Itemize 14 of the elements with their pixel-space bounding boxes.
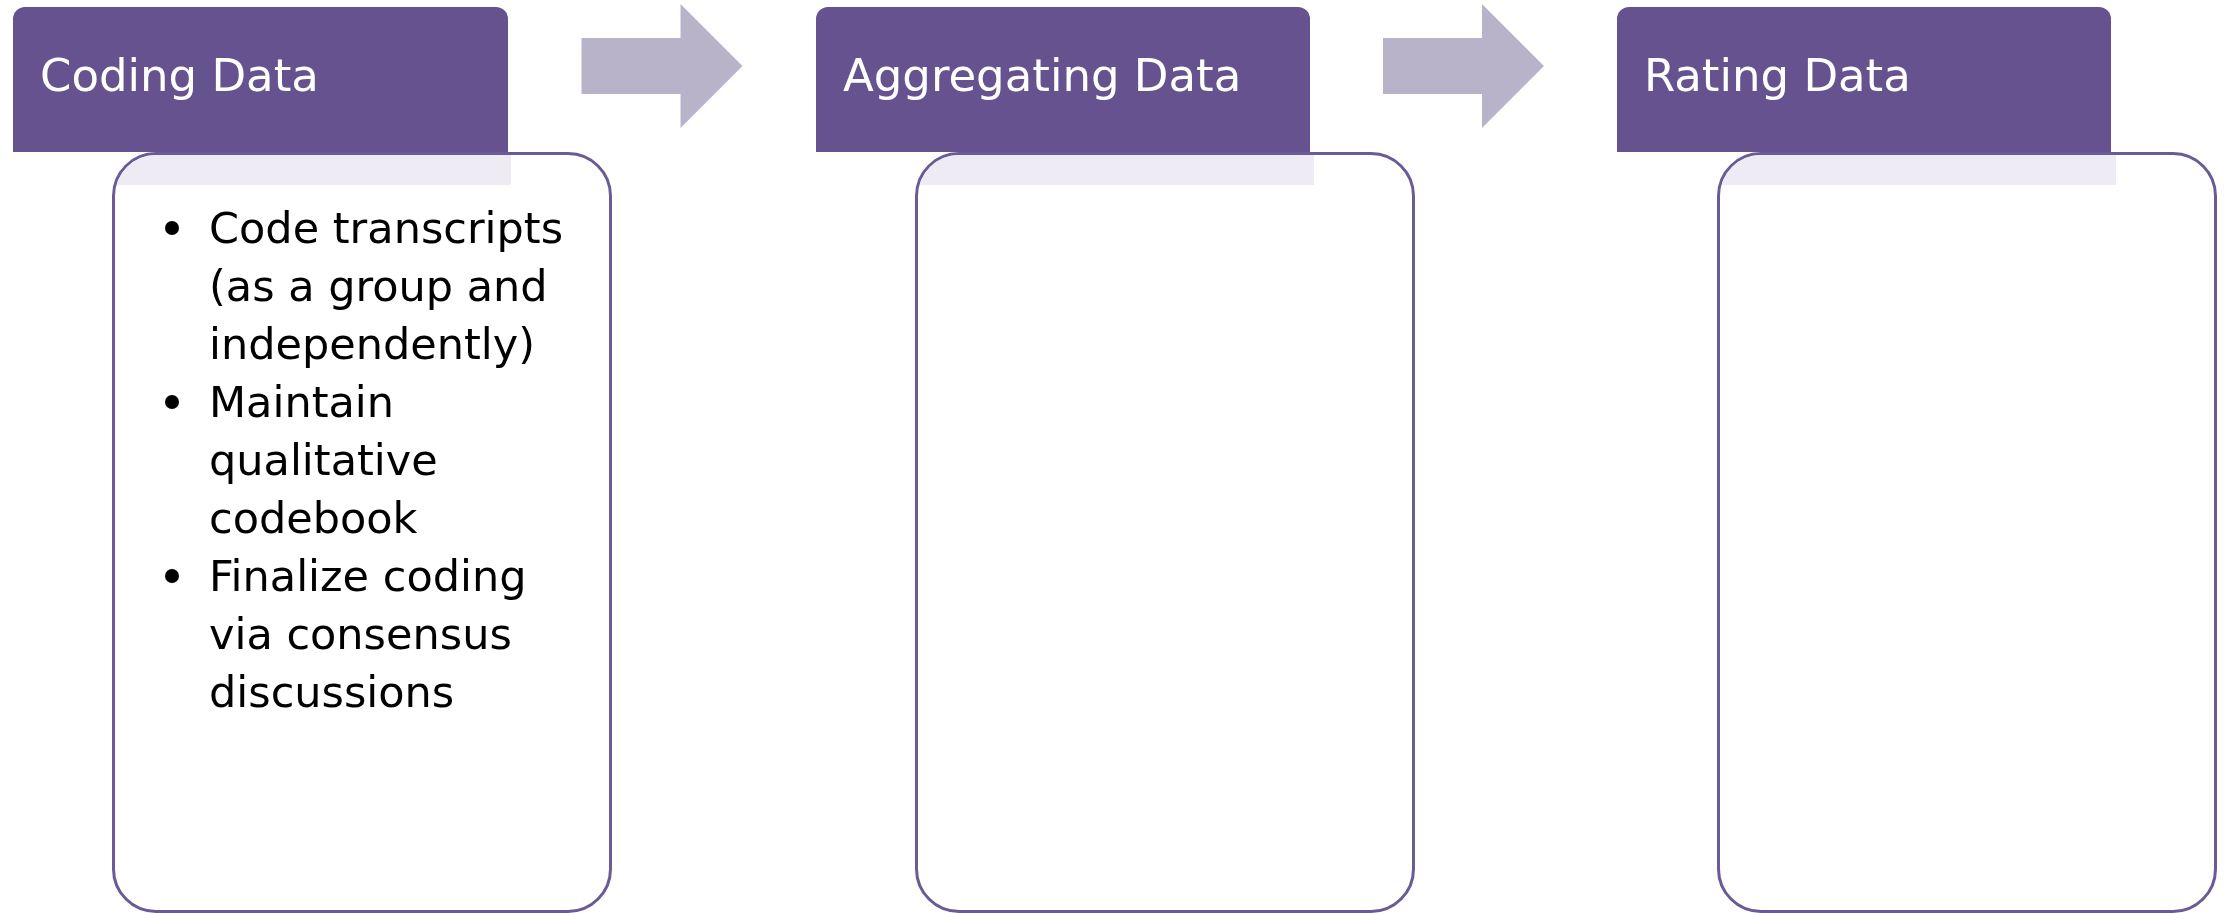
step-header bbox=[816, 7, 1310, 152]
step-title: Coding Data bbox=[40, 49, 319, 102]
content-card bbox=[1717, 152, 2217, 913]
step-title: Aggregating Data bbox=[843, 49, 1242, 102]
step-header bbox=[13, 7, 508, 152]
content-card bbox=[112, 152, 612, 913]
block-arrow bbox=[581, 4, 743, 128]
block-arrow bbox=[1383, 4, 1544, 128]
content-card bbox=[915, 152, 1415, 913]
bullet-text: Code transcripts (as a group and independently) bbox=[209, 203, 564, 369]
step-title: Rating Data bbox=[1644, 49, 1911, 102]
bullet-text: Finalize coding via consensus discussions bbox=[209, 551, 527, 717]
bullet-text: Maintain qualitative codebook bbox=[209, 377, 438, 543]
step-header bbox=[1617, 7, 2111, 152]
